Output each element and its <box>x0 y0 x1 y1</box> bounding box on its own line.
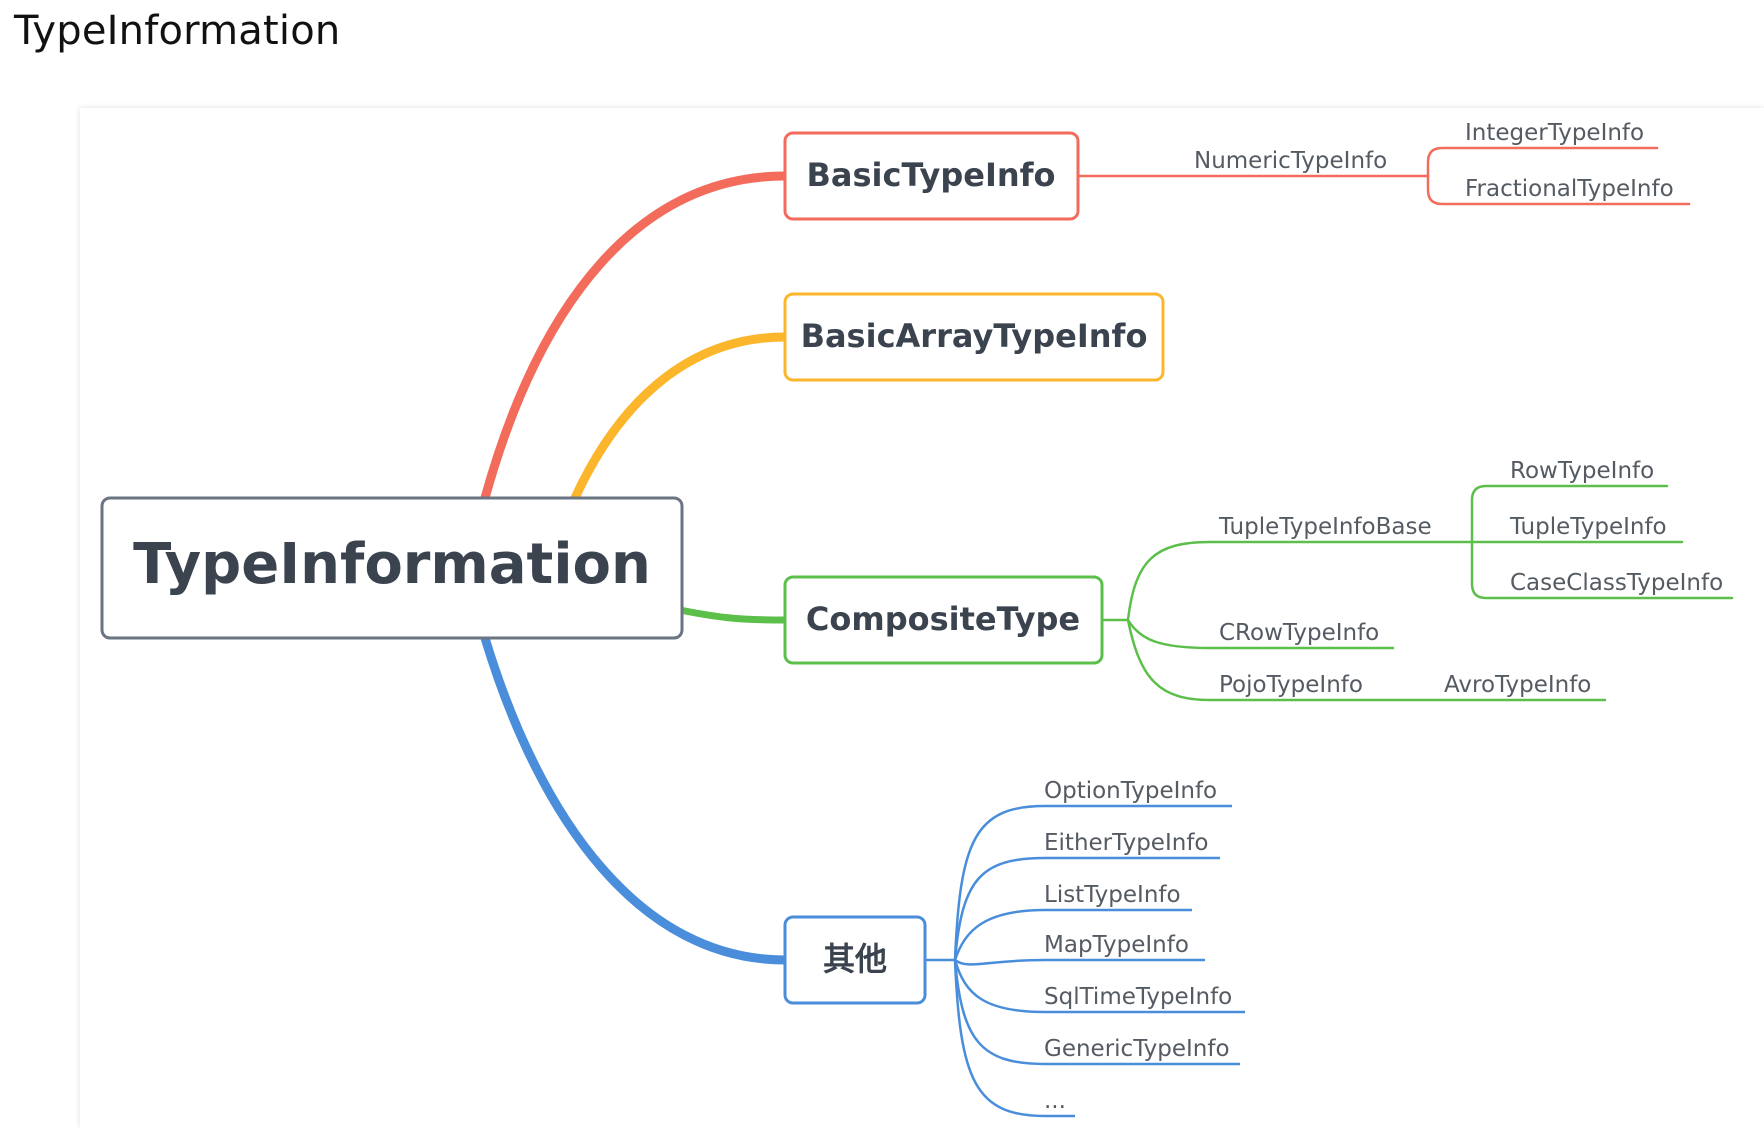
leaf-option-typeinfo[interactable]: OptionTypeInfo <box>1044 778 1217 804</box>
leaf-list-typeinfo[interactable]: ListTypeInfo <box>1044 882 1181 908</box>
edge-root-basic <box>480 171 790 503</box>
leaf-numeric-typeinfo[interactable]: NumericTypeInfo <box>1194 148 1387 174</box>
node-basic-label: BasicTypeInfo <box>806 156 1055 194</box>
leaf-caseclass-typeinfo[interactable]: CaseClassTypeInfo <box>1510 570 1723 596</box>
page-title: TypeInformation <box>14 8 341 54</box>
edge-composite-tuplebase <box>1100 540 1474 622</box>
node-basic-array-typeinfo[interactable]: BasicArrayTypeInfo <box>783 292 1165 382</box>
edge-tuplebase-row <box>1470 484 1669 544</box>
edge-root-composite <box>676 606 789 624</box>
leaf-generic-typeinfo[interactable]: GenericTypeInfo <box>1044 1036 1230 1062</box>
leaf-row-typeinfo[interactable]: RowTypeInfo <box>1510 458 1654 484</box>
leaf-avro-typeinfo[interactable]: AvroTypeInfo <box>1444 672 1591 698</box>
leaf-integer-typeinfo[interactable]: IntegerTypeInfo <box>1465 120 1644 146</box>
edge-root-array <box>570 332 790 503</box>
edge-tuplebase-caseclass <box>1470 540 1734 600</box>
leaf-ellipsis: ... <box>1044 1088 1066 1114</box>
edge-numeric-integer <box>1426 146 1659 178</box>
leaf-crow-typeinfo[interactable]: CRowTypeInfo <box>1219 620 1379 646</box>
leaf-tuple-typeinfo[interactable]: TupleTypeInfo <box>1509 514 1667 540</box>
other-edges <box>925 804 1245 1118</box>
leaf-tuple-typeinfo-base[interactable]: TupleTypeInfoBase <box>1218 514 1432 540</box>
node-other-label: 其他 <box>823 940 887 978</box>
leaf-either-typeinfo[interactable]: EitherTypeInfo <box>1044 830 1208 856</box>
root-node[interactable]: TypeInformation <box>100 496 684 640</box>
edge-root-other <box>480 633 790 965</box>
leaf-map-typeinfo[interactable]: MapTypeInfo <box>1044 932 1189 958</box>
edge-composite-pojo <box>1126 618 1607 702</box>
node-array-label: BasicArrayTypeInfo <box>801 317 1148 355</box>
node-basic-typeinfo[interactable]: BasicTypeInfo <box>783 131 1080 221</box>
edge-numeric-fractional <box>1426 174 1691 206</box>
leaf-sqltime-typeinfo[interactable]: SqlTimeTypeInfo <box>1044 984 1232 1010</box>
edge-composite-crow <box>1126 618 1395 650</box>
node-composite-label: CompositeType <box>806 600 1080 638</box>
node-other[interactable]: 其他 <box>783 915 927 1005</box>
root-label: TypeInformation <box>133 532 651 597</box>
leaf-fractional-typeinfo[interactable]: FractionalTypeInfo <box>1465 176 1674 202</box>
node-composite-type[interactable]: CompositeType <box>783 575 1104 665</box>
leaf-pojo-typeinfo[interactable]: PojoTypeInfo <box>1219 672 1363 698</box>
